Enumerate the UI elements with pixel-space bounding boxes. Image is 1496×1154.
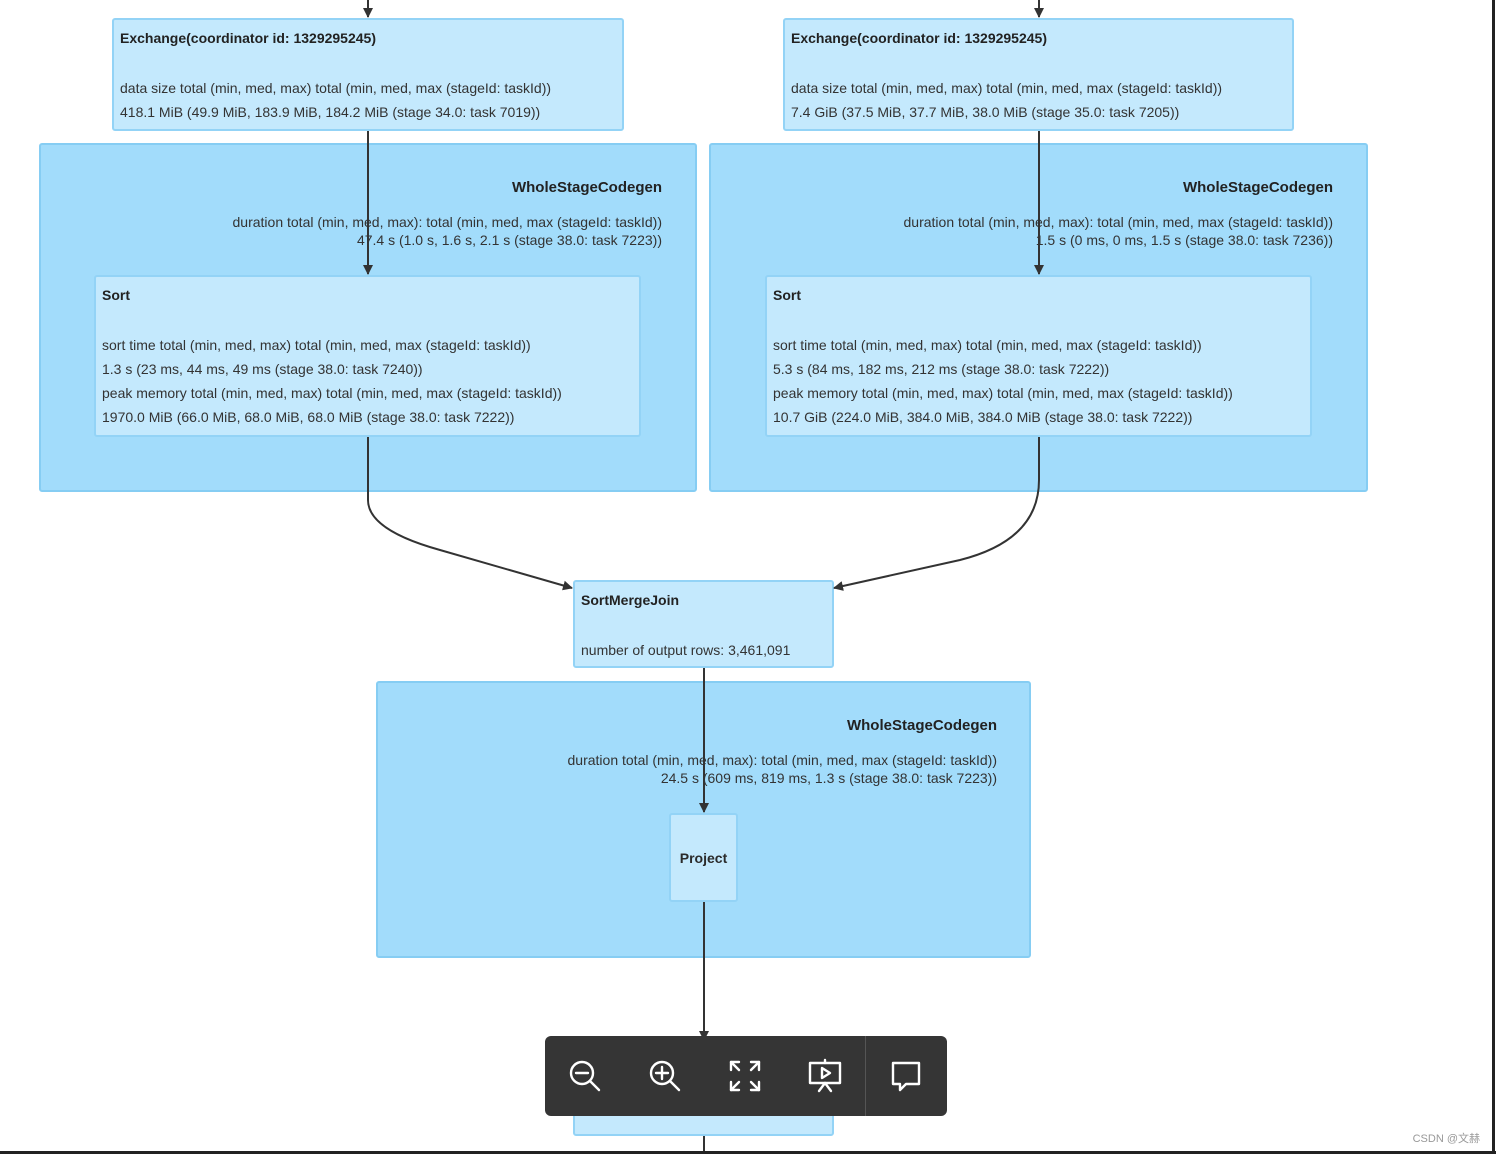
fullscreen-icon xyxy=(729,1060,761,1092)
sort-right-title: Sort xyxy=(773,287,801,303)
right-border xyxy=(1492,0,1495,1154)
sort-left-peak-memory-value: 1970.0 MiB (66.0 MiB, 68.0 MiB, 68.0 MiB… xyxy=(102,409,515,425)
zoom-in-button[interactable] xyxy=(625,1036,705,1116)
sort-right-sort-time-value: 5.3 s (84 ms, 182 ms, 212 ms (stage 38.0… xyxy=(773,361,1110,377)
comment-button[interactable] xyxy=(866,1036,946,1116)
wsc-left-title: WholeStageCodegen xyxy=(511,179,662,196)
comment-icon xyxy=(891,1061,921,1092)
sort-left-title: Sort xyxy=(102,287,130,303)
edge-sort-left-to-smj xyxy=(367,437,573,591)
watermark: CSDN @文赫 xyxy=(1412,1133,1480,1145)
zoom-out-icon xyxy=(569,1060,601,1092)
sortmergejoin-title: SortMergeJoin xyxy=(581,592,680,608)
exchange-left-node[interactable]: Exchange(coordinator id: 1329295245) dat… xyxy=(112,18,624,131)
zoom-in-icon xyxy=(649,1060,681,1092)
bottom-border xyxy=(0,1151,1496,1154)
wsc-right-title: WholeStageCodegen xyxy=(1182,179,1333,196)
wsc-right-metric-value: 1.5 s (0 ms, 0 ms, 1.5 s (stage 38.0: ta… xyxy=(1035,232,1333,248)
fullscreen-button[interactable] xyxy=(705,1036,785,1116)
exchange-left-title: Exchange(coordinator id: 1329295245) xyxy=(120,30,376,46)
exchange-right-title: Exchange(coordinator id: 1329295245) xyxy=(791,30,1047,46)
wsc-bottom-metric-label: duration total (min, med, max): total (m… xyxy=(567,752,997,768)
wsc-bottom-title: WholeStageCodegen xyxy=(846,717,997,734)
wsc-left-metric-label: duration total (min, med, max): total (m… xyxy=(232,214,662,230)
sort-left-peak-memory-label: peak memory total (min, med, max) total … xyxy=(102,385,562,401)
wsc-bottom-metric-value: 24.5 s (609 ms, 819 ms, 1.3 s (stage 38.… xyxy=(660,770,997,786)
exchange-right-metric-label: data size total (min, med, max) total (m… xyxy=(791,80,1223,96)
sortmergejoin-node[interactable]: SortMergeJoin number of output rows: 3,4… xyxy=(573,580,834,668)
sort-left-node[interactable]: Sort sort time total (min, med, max) tot… xyxy=(94,275,641,437)
slideshow-icon xyxy=(808,1058,842,1093)
project-node[interactable]: Project xyxy=(669,813,738,902)
toolbar-separator xyxy=(865,1036,866,1116)
edge-sort-right-to-smj xyxy=(833,437,1040,591)
wsc-right-metric: duration total (min, med, max): total (m… xyxy=(904,213,1333,249)
sortmergejoin-output-rows: number of output rows: 3,461,091 xyxy=(581,642,791,658)
image-viewer-toolbar xyxy=(545,1036,947,1116)
wsc-right-metric-label: duration total (min, med, max): total (m… xyxy=(903,214,1333,230)
exchange-left-metric-label: data size total (min, med, max) total (m… xyxy=(120,80,552,96)
wsc-left-metric: duration total (min, med, max): total (m… xyxy=(233,213,662,249)
sort-left-sort-time-label: sort time total (min, med, max) total (m… xyxy=(102,337,531,353)
wsc-left-metric-value: 47.4 s (1.0 s, 1.6 s, 2.1 s (stage 38.0:… xyxy=(356,232,662,248)
exchange-left-metric-value: 418.1 MiB (49.9 MiB, 183.9 MiB, 184.2 Mi… xyxy=(120,104,541,120)
sort-right-peak-memory-value: 10.7 GiB (224.0 MiB, 384.0 MiB, 384.0 Mi… xyxy=(773,409,1193,425)
sort-right-node[interactable]: Sort sort time total (min, med, max) tot… xyxy=(765,275,1312,437)
sort-left-sort-time-value: 1.3 s (23 ms, 44 ms, 49 ms (stage 38.0: … xyxy=(102,361,423,377)
sort-right-peak-memory-label: peak memory total (min, med, max) total … xyxy=(773,385,1233,401)
zoom-out-button[interactable] xyxy=(545,1036,625,1116)
exchange-right-metric-value: 7.4 GiB (37.5 MiB, 37.7 MiB, 38.0 MiB (s… xyxy=(791,104,1180,120)
exchange-right-node[interactable]: Exchange(coordinator id: 1329295245) dat… xyxy=(783,18,1294,131)
wsc-bottom-metric: duration total (min, med, max): total (m… xyxy=(568,751,997,787)
slideshow-button[interactable] xyxy=(785,1036,865,1116)
sort-right-sort-time-label: sort time total (min, med, max) total (m… xyxy=(773,337,1202,353)
project-title: Project xyxy=(679,849,728,866)
